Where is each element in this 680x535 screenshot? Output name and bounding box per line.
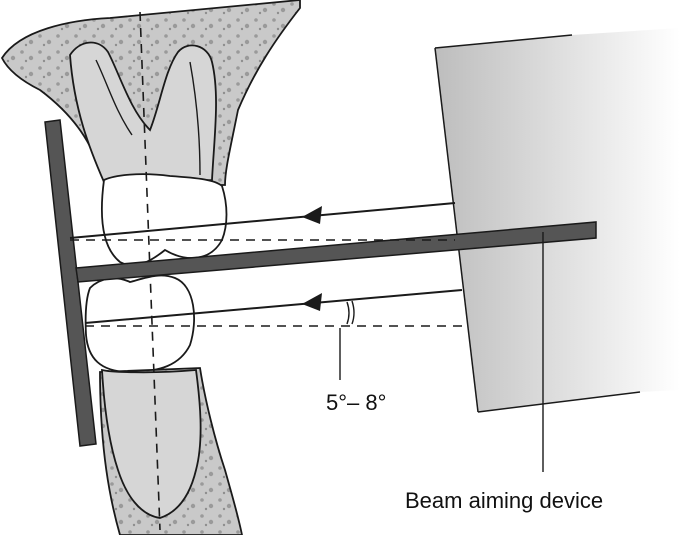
angle-arc-marks — [346, 300, 355, 325]
beam-aiming-device-label: Beam aiming device — [405, 488, 603, 513]
lower-molar-root — [101, 368, 202, 519]
aiming-rod — [75, 221, 597, 283]
film-holder-bar — [44, 119, 97, 447]
upper-alveolar-bone — [0, 0, 301, 186]
upper-molar-root — [69, 41, 217, 183]
upper-beam-arrow — [69, 202, 456, 239]
lower-beam-arrow — [84, 289, 463, 324]
beam-aiming-device-cone — [434, 28, 680, 413]
angle-label: 5°– 8° — [326, 390, 386, 415]
lower-molar-crown — [84, 274, 195, 373]
upper-molar-crown — [101, 173, 228, 267]
